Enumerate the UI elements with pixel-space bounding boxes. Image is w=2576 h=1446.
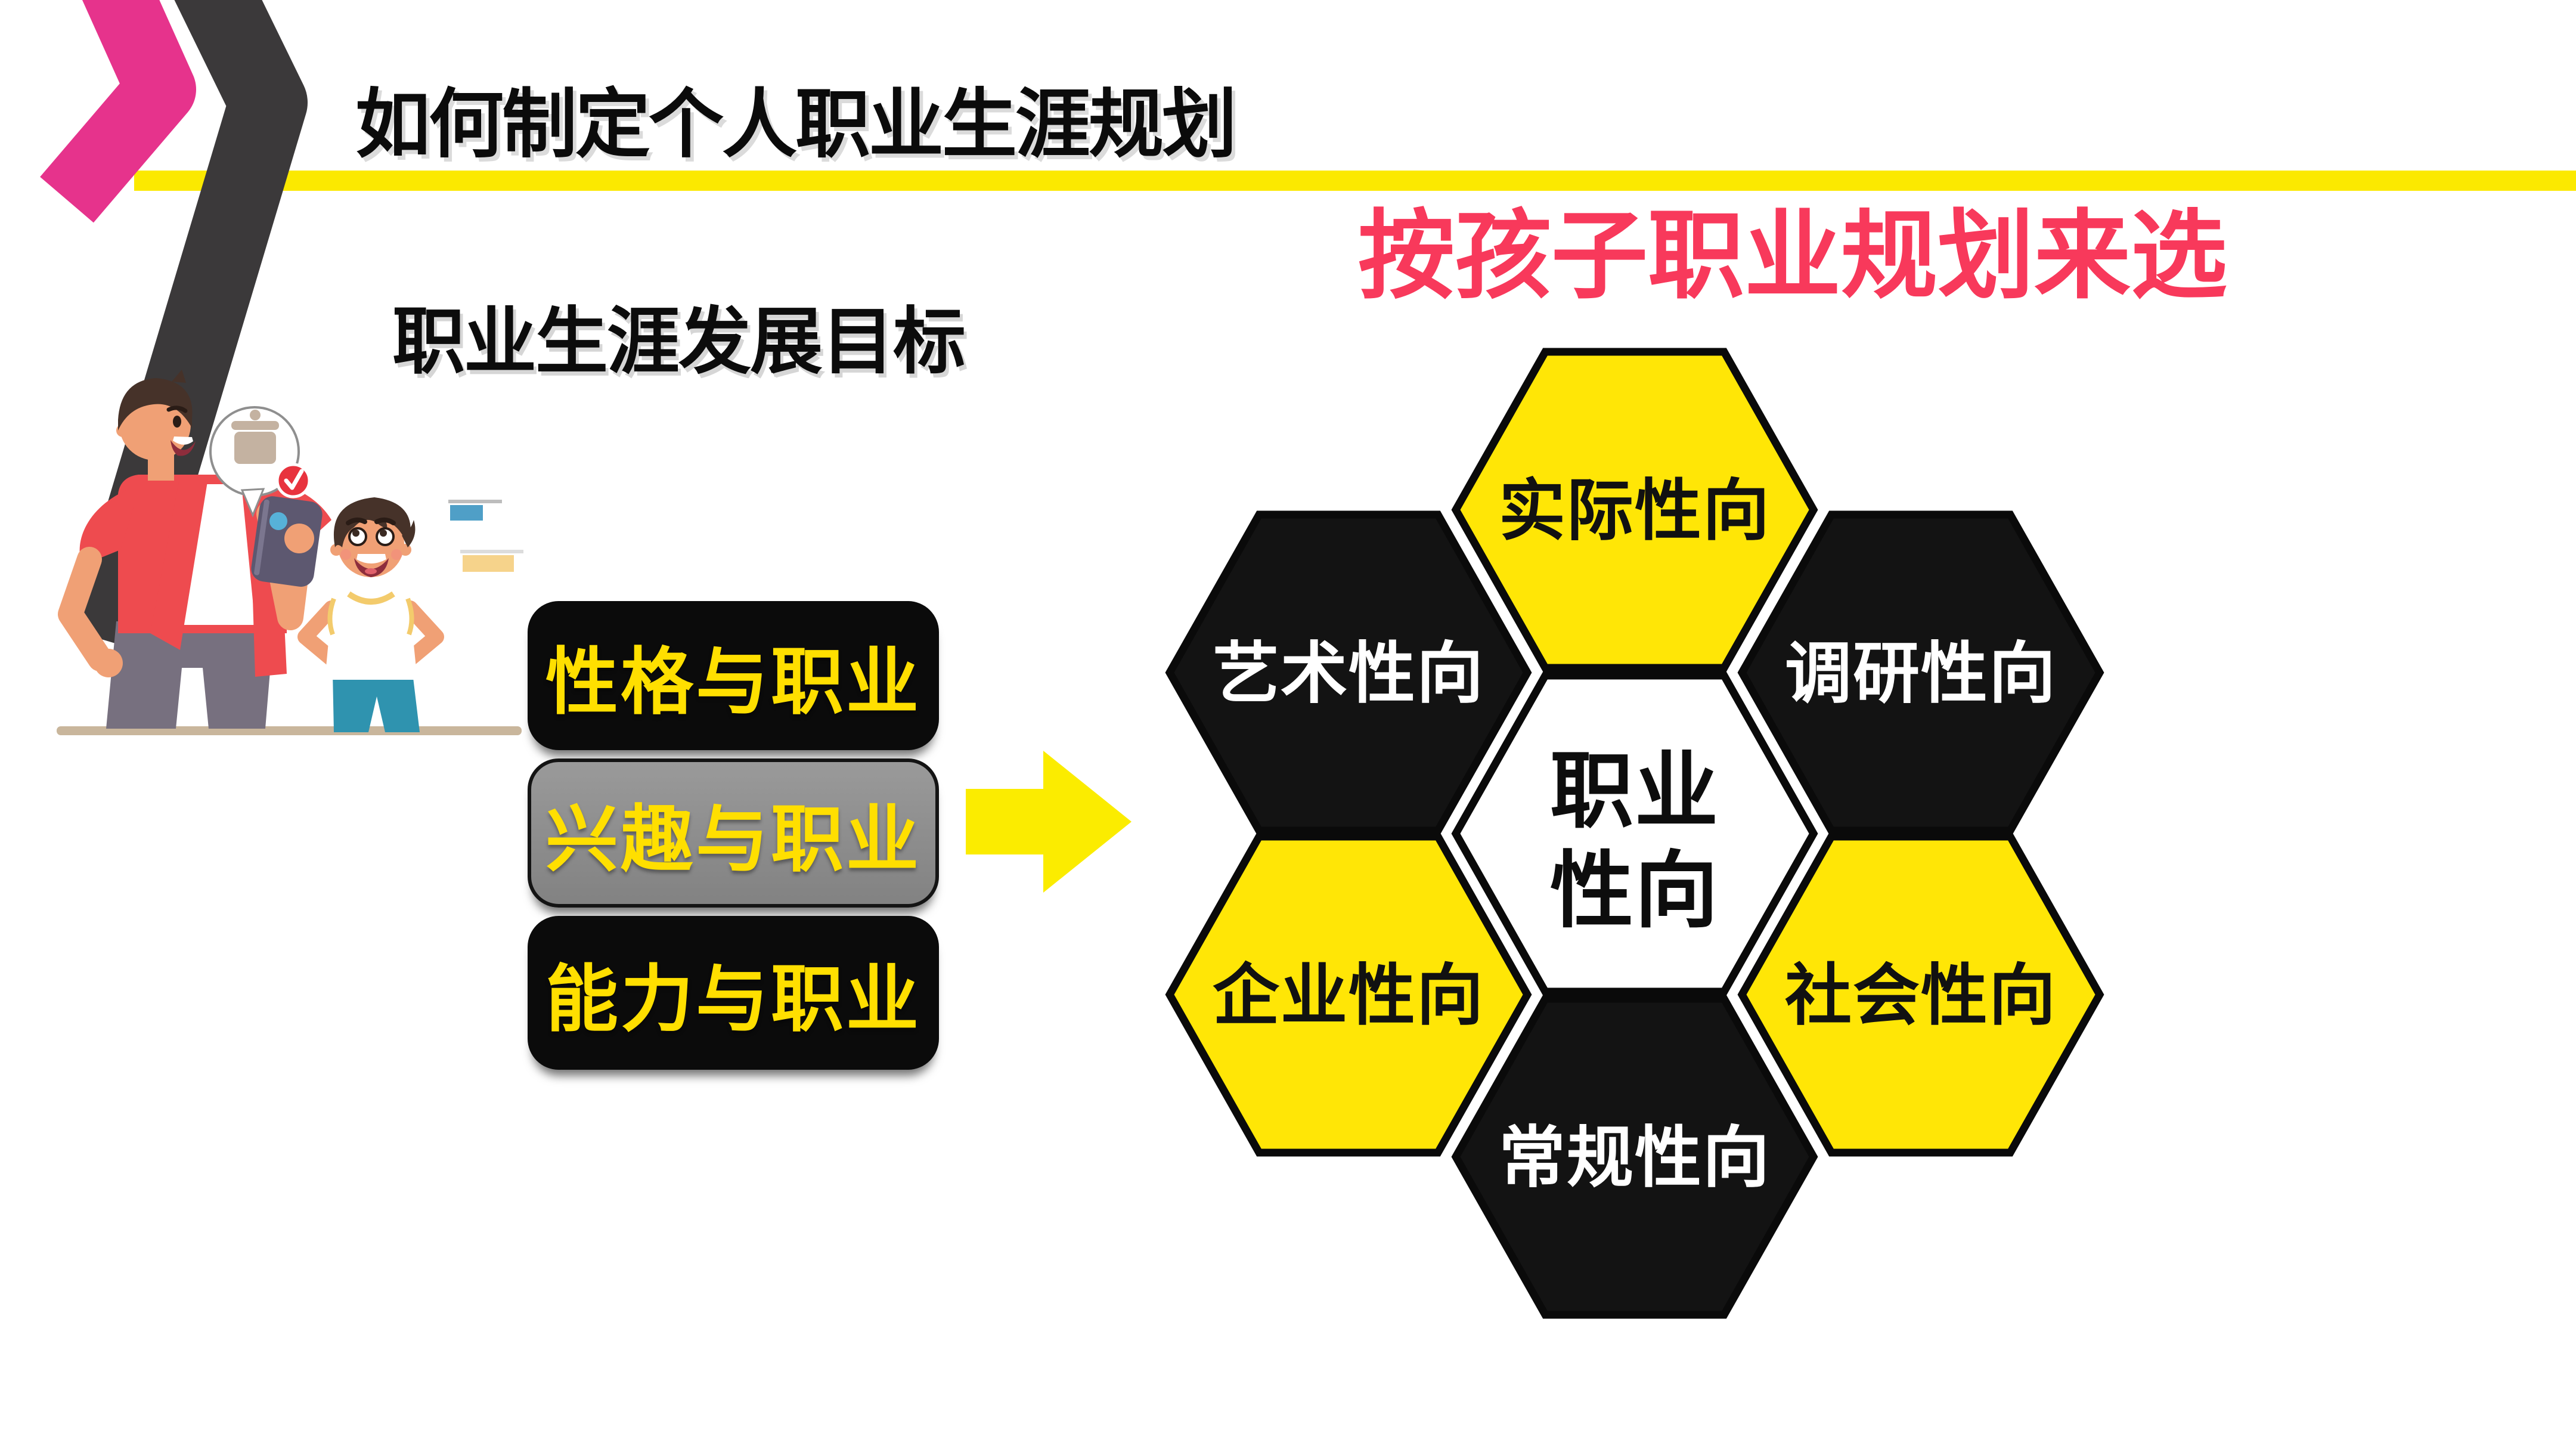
hexagon-label: 企业性向 (1213, 958, 1484, 1033)
factor-card-label: 性格与职业 (545, 641, 921, 723)
hexagon-center-label-line2: 性向 (1550, 844, 1719, 937)
subtitle-banner: 按孩子职业规划来选 (1353, 197, 2233, 315)
hexagon-conventional: 常规性向 (1451, 995, 1818, 1319)
mini-bar-chart-icon (448, 500, 523, 572)
hexagon-diagram: 实际性向 艺术性向 调研性向 职业 性向 企业性向 社会性向 常规性向 (1165, 348, 2104, 1319)
hexagon-shape (1737, 510, 2104, 835)
hexagon-label: 社会性向 (1785, 958, 2057, 1033)
child-figure (297, 497, 444, 732)
hexagon-center-label-line1: 职业 (1550, 744, 1719, 838)
factor-card-label: 兴趣与职业 (545, 798, 921, 880)
hexagon-shape (1737, 832, 2104, 1157)
accent-underline (134, 171, 2576, 191)
speech-bubble-icon (209, 406, 311, 518)
factor-card-ability: 能力与职业 (528, 916, 939, 1070)
hexagon-investigative: 调研性向 (1737, 510, 2104, 835)
hexagon-shape (1451, 671, 1818, 996)
hexagon-artistic: 艺术性向 (1165, 510, 1532, 835)
section-heading: 职业生涯发展目标 (392, 301, 966, 382)
cooking-pot-icon (231, 410, 279, 464)
hexagon-shape (1165, 510, 1532, 835)
check-badge-icon (275, 463, 311, 498)
hexagon-label: 调研性向 (1785, 636, 2057, 711)
hexagon-enterprising: 企业性向 (1165, 832, 1532, 1157)
hexagon-label: 艺术性向 (1213, 636, 1484, 711)
page-title: 如何制定个人职业生涯规划 (355, 82, 1237, 166)
chevron-pink-icon (40, 0, 196, 223)
hexagon-shape (1451, 348, 1818, 672)
factor-card-personality: 性格与职业 (528, 601, 939, 750)
hexagon-label: 常规性向 (1499, 1120, 1771, 1195)
factor-card-label: 能力与职业 (545, 958, 921, 1040)
family-illustration (57, 370, 523, 735)
hexagon-shape (1451, 995, 1818, 1319)
hexagon-shape (1165, 832, 1532, 1157)
hexagon-label: 实际性向 (1499, 473, 1771, 548)
hexagon-social: 社会性向 (1737, 832, 2104, 1157)
hexagon-center: 职业 性向 (1451, 671, 1818, 996)
subtitle-text: 按孩子职业规划来选 (1358, 202, 2227, 310)
adult-eye (173, 416, 181, 428)
hexagon-practical: 实际性向 (1451, 348, 1818, 672)
arrow-right-icon (966, 751, 1132, 893)
factor-card-interest: 兴趣与职业 (528, 758, 939, 908)
adult-hand (284, 524, 314, 553)
phone-button-icon (269, 512, 287, 530)
